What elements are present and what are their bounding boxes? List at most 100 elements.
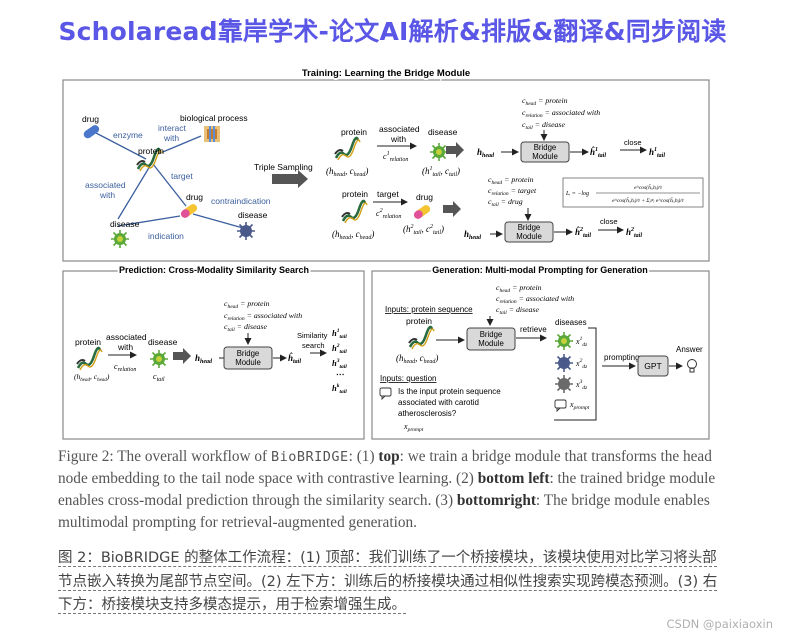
svg-text:ctail = disease: ctail = disease — [496, 305, 539, 316]
gen-answer-label: Answer — [676, 345, 703, 354]
gen-inputs-question: Inputs: question — [380, 374, 436, 383]
gen-protein-label: protein — [406, 316, 432, 326]
row2-close-label: close — [600, 217, 618, 226]
biological-process-icon — [204, 126, 220, 142]
gen-gpt-box — [637, 355, 669, 377]
graph-target-label: target — [171, 171, 193, 181]
graph-disease-right-label: disease — [238, 210, 268, 220]
row2-bridge-module — [504, 221, 554, 243]
pred-crelation: crelation — [114, 362, 136, 373]
row2-conditions: chead = protein crelation = target ctail… — [488, 175, 537, 208]
svg-text:chead = protein: chead = protein — [522, 96, 568, 107]
pred-disease-icon — [149, 349, 169, 369]
figure-caption: Figure 2: The overall workflow of BioBRI… — [58, 446, 724, 534]
pred-tail-label: disease — [148, 337, 178, 347]
row2-head-label: protein — [342, 189, 368, 199]
svg-text:⋯: ⋯ — [336, 369, 345, 379]
gen-prompting-label: prompting — [604, 353, 640, 362]
training-panel: Training: Learning the Bridge Module dru… — [62, 66, 710, 262]
row1-tail-label: disease — [428, 127, 458, 137]
svg-text:e^cos(ĥᵢ,hᵢ)/τ + Σⱼ≠ᵢ e^cos(ĥᵢ: e^cos(ĥᵢ,hᵢ)/τ + Σⱼ≠ᵢ e^cos(ĥᵢ,hⱼ)/τ — [612, 196, 685, 204]
gen-xprompt-question: xprompt — [403, 422, 424, 433]
graph-drug-label: drug — [82, 114, 99, 124]
figure-2: Training: Learning the Bridge Module dru… — [58, 66, 718, 442]
caption-top: top — [378, 448, 400, 465]
pred-head-label: protein — [75, 337, 101, 347]
generation-title: Generation: Multi-modal Prompting for Ge… — [432, 265, 648, 275]
gen-conditions: chead = protein crelation = associated w… — [496, 283, 574, 316]
graph-disease-left-icon — [110, 229, 130, 249]
svg-text:chead = protein: chead = protein — [224, 299, 270, 310]
lightbulb-icon — [687, 359, 697, 373]
prompt-chat-icon — [554, 399, 567, 413]
row1-bridge-module — [520, 141, 570, 163]
graph-drug2-label: drug — [186, 192, 203, 202]
caption-text-4: : the trained bridge module enables cros… — [58, 470, 716, 509]
caption-bottomright: bottomright — [456, 492, 536, 509]
pred-conditions: chead = protein crelation = associated w… — [224, 299, 302, 333]
triple-sampling-label: Triple Sampling — [254, 162, 313, 172]
caption-biobridge: BioBRIDGE — [270, 449, 349, 465]
graph-disease-left-label: disease — [110, 219, 140, 229]
chinese-translation-text: 图 2：BioBRIDGE 的整体工作流程：(1) 顶部：我们训练了一个桥接模块… — [58, 550, 718, 614]
prediction-panel: Prediction: Cross-Modality Similarity Se… — [62, 263, 365, 440]
svg-text:ctail = disease: ctail = disease — [522, 120, 565, 131]
watermark: CSDN @paixiaoxin — [666, 617, 773, 631]
gen-diseases-label: diseases — [555, 318, 587, 327]
svg-text:chead = protein: chead = protein — [496, 283, 542, 294]
graph-indication-label: indication — [148, 231, 184, 241]
gen-xprompt: xprompt — [569, 400, 590, 411]
training-title: Training: Learning the Bridge Module — [302, 68, 470, 79]
svg-text:chead = protein: chead = protein — [488, 175, 534, 186]
graph-disease-right-icon — [237, 222, 255, 240]
pred-ctail: ctail — [153, 372, 165, 383]
svg-text:crelation = associated with: crelation = associated with — [496, 294, 574, 305]
svg-text:crelation = target: crelation = target — [488, 186, 537, 197]
graph-protein-label: protein — [138, 146, 164, 156]
gen-bridge-module — [466, 327, 516, 351]
svg-text:crelation = associated with: crelation = associated with — [224, 311, 302, 322]
contrastive-loss-box: Lᵢ = −log e^cos(ĥᵢ,hᵢ)/τ e^cos(ĥᵢ,hᵢ)/τ … — [562, 177, 704, 208]
row1-close-label: close — [624, 138, 642, 147]
row1-head-label: protein — [341, 127, 367, 137]
svg-text:Lᵢ = −log: Lᵢ = −log — [565, 191, 589, 197]
gen-inputs-protein: Inputs: protein sequence — [385, 305, 473, 314]
row1-conditions: chead = protein crelation = associated w… — [522, 96, 600, 131]
row2-tail-label: drug — [416, 192, 433, 202]
svg-text:ctail = disease: ctail = disease — [224, 322, 267, 333]
gen-retrieve-label: retrieve — [520, 325, 547, 334]
question-chat-icon — [379, 387, 392, 401]
graph-biological-process-label: biological process — [180, 113, 248, 123]
drug-capsule-icon — [83, 125, 100, 139]
training-row-2: protein target c2relation drug (hhead, c… — [332, 175, 642, 243]
caption-bottom-left: bottom left — [477, 470, 550, 487]
triple-sampling-arrow — [272, 170, 308, 188]
generation-panel: Generation: Multi-modal Prompting for Ge… — [371, 263, 710, 440]
pred-pair-head: (hhead, chead) — [74, 372, 110, 383]
graph-enzyme-label: enzyme — [113, 130, 143, 140]
workflow-diagram: Training: Learning the Bridge Module dru… — [62, 66, 710, 440]
chinese-translation[interactable]: 图 2：BioBRIDGE 的整体工作流程：(1) 顶部：我们训练了一个桥接模块… — [58, 547, 728, 618]
pred-bridge-module — [223, 346, 273, 370]
graph-contraindication-label: contraindication — [211, 196, 271, 206]
svg-text:ctail = drug: ctail = drug — [488, 197, 523, 208]
caption-text-1: Figure 2: The overall workflow of — [58, 448, 271, 465]
gen-gpt-label: GPT — [644, 361, 661, 371]
row2-relation-label: target — [377, 189, 399, 199]
prediction-title: Prediction: Cross-Modality Similarity Se… — [119, 265, 309, 275]
svg-text:e^cos(ĥᵢ,hᵢ)/τ: e^cos(ĥᵢ,hᵢ)/τ — [634, 183, 663, 191]
caption-text-2: : (1) — [348, 448, 379, 465]
caption-text-3: : we train a bridge module that transfor… — [58, 448, 712, 487]
banner-title: Scholaread靠岸学术-论文AI解析&排版&翻译&同步阅读 — [58, 17, 727, 46]
